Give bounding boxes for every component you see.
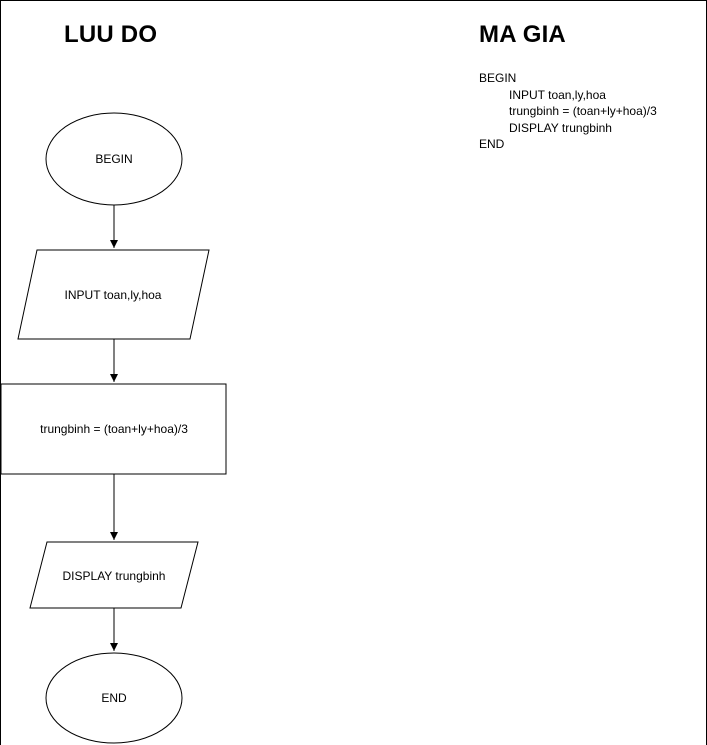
display-label: DISPLAY trungbinh	[63, 569, 166, 583]
pseudocode-line-display: DISPLAY trungbinh	[509, 120, 612, 135]
display-node[interactable]: DISPLAY trungbinh	[29, 541, 199, 609]
end-ellipse	[45, 652, 183, 744]
display-parallelogram	[29, 541, 199, 609]
input-parallelogram	[17, 249, 210, 340]
pseudocode-block: BEGIN INPUT toan,ly,hoa trungbinh = (toa…	[479, 70, 657, 153]
process-node[interactable]: trungbinh = (toan+ly+hoa)/3	[0, 383, 227, 475]
end-label: END	[101, 691, 127, 705]
begin-terminator[interactable]: BEGIN	[45, 112, 183, 206]
end-terminator[interactable]: END	[45, 652, 183, 744]
input-node[interactable]: INPUT toan,ly,hoa	[17, 249, 210, 340]
begin-label: BEGIN	[95, 152, 132, 166]
process-label: trungbinh = (toan+ly+hoa)/3	[40, 422, 188, 436]
input-label: INPUT toan,ly,hoa	[65, 288, 162, 302]
flowchart-title: LUU DO	[64, 21, 158, 48]
process-rectangle	[0, 383, 227, 475]
pseudocode-line-input: INPUT toan,ly,hoa	[509, 87, 606, 102]
pseudocode-line-compute: trungbinh = (toan+ly+hoa)/3	[509, 104, 657, 118]
pseudocode-line-end: END	[479, 137, 505, 151]
pseudocode-title: MA GIA	[479, 21, 566, 48]
pseudocode-line-begin: BEGIN	[479, 71, 517, 85]
